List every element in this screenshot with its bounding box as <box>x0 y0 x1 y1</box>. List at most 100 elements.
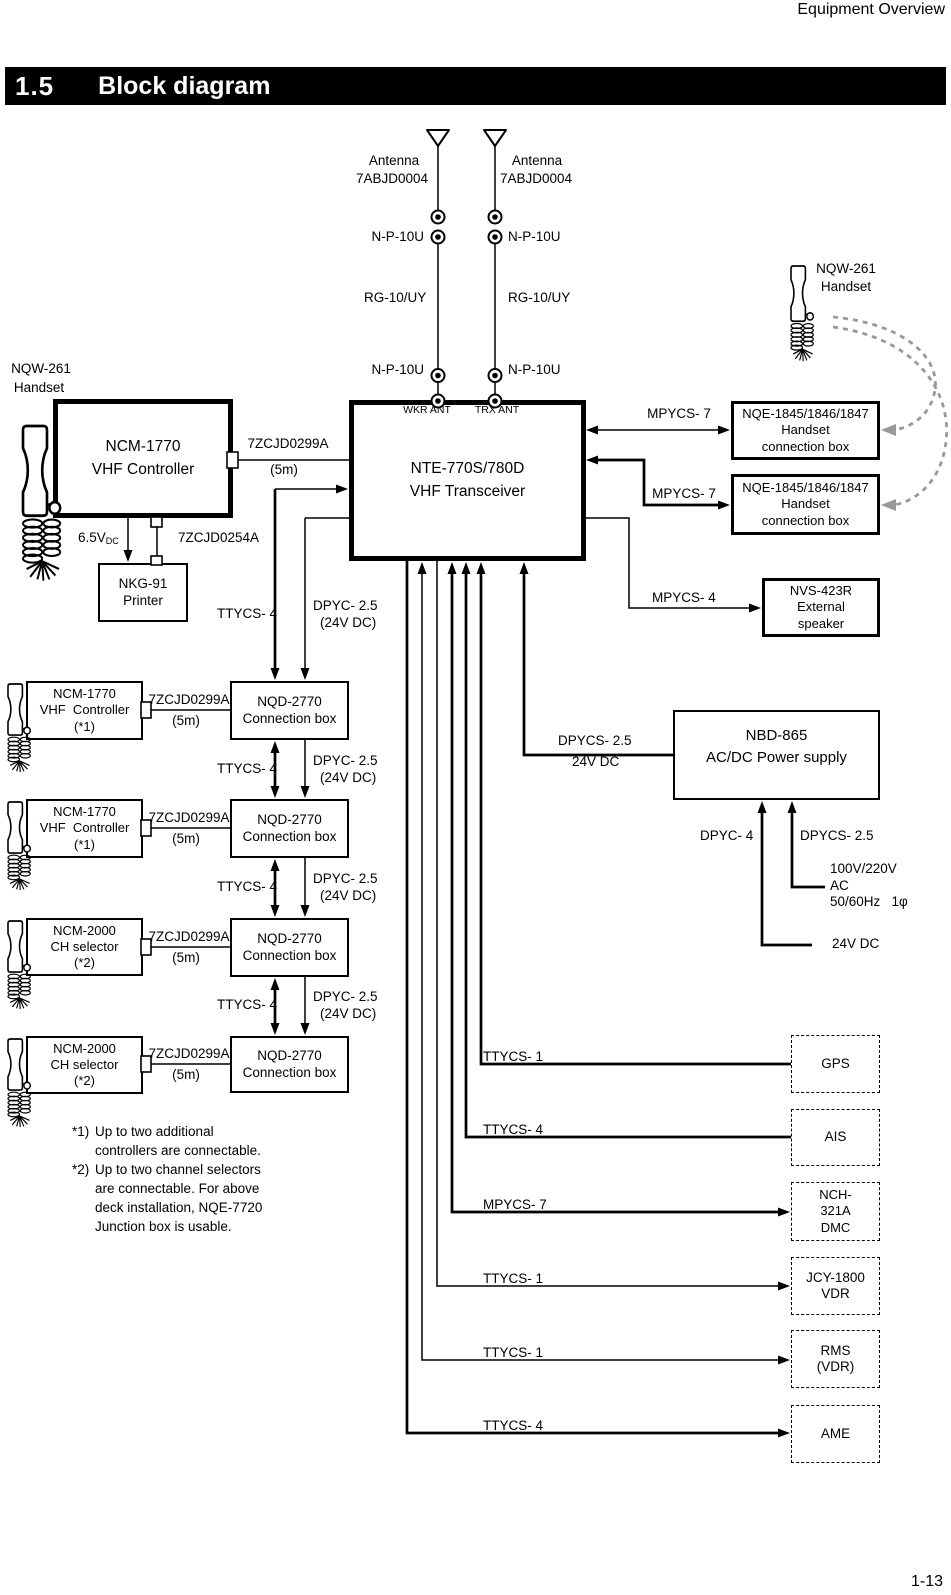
handset-icon-right <box>790 265 815 363</box>
speaker-desc1: External <box>797 599 845 615</box>
nqe2-desc2: connection box <box>761 512 850 528</box>
rms-line1: RMS <box>820 1342 851 1358</box>
nqd2-desc: Connection box <box>242 828 337 844</box>
dc-input-voltage: 24V DC <box>832 936 880 951</box>
handset-right-model: NQW-261 <box>816 261 876 276</box>
box-vhf-controller-main: NCM-1770 VHF Controller <box>53 399 233 518</box>
ac-input-type: AC <box>830 878 849 893</box>
selector1-note: (*2) <box>74 955 95 971</box>
cable-dpyc4: DPYC- 4 <box>700 828 754 843</box>
connector-np10u-right-bottom: N-P-10U <box>508 362 561 377</box>
footnote-1-line2: controllers are connectable. <box>95 1143 261 1158</box>
cable-ttycs4-a: TTYCS- 4 <box>217 606 278 621</box>
section-number: 1.5 <box>15 70 55 101</box>
vdr-line2: VDR <box>821 1286 850 1301</box>
rms-line2: (VDR) <box>816 1359 855 1374</box>
connector-np10u-left-top: N-P-10U <box>371 229 424 244</box>
sub-controller2-model: NCM-1770 <box>53 804 116 820</box>
cable-dpyc25-g2: DPYC- 2.5 <box>313 871 378 886</box>
cable-7zcjd0299a-r3: 7ZCJD0299A <box>148 929 230 944</box>
cable-ttycs4-g3: TTYCS- 4 <box>217 997 278 1012</box>
cable-dpycs25-in: DPYCS- 2.5 <box>800 828 874 843</box>
sub-controller1-note: (*1) <box>74 718 95 734</box>
cable-dpyc25-a-volt: (24V DC) <box>320 615 377 630</box>
cable-mpycs7-2: MPYCS- 7 <box>652 486 716 501</box>
selector1-model: NCM-2000 <box>53 922 116 938</box>
nqe1-model: NQE-1845/1846/1847 <box>742 406 869 422</box>
cable-len-r3: (5m) <box>172 950 200 965</box>
sub-controller2-note: (*1) <box>74 836 95 852</box>
cable-dpycs25-ps-volt: 24V DC <box>572 754 620 769</box>
box-gps: GPS <box>791 1035 880 1093</box>
nqe1-desc2: connection box <box>761 438 850 454</box>
box-vhf-transceiver: NTE-770S/780D VHF Transceiver <box>349 400 586 561</box>
printer-model: NKG-91 <box>118 576 168 592</box>
footnote-2-line4: Junction box is usable. <box>95 1219 232 1234</box>
nqd3-desc: Connection box <box>242 947 337 963</box>
footnote-2-line1: Up to two channel selectors <box>95 1162 261 1177</box>
controller-desc: VHF Controller <box>91 460 195 478</box>
box-handset-connection-2: NQE-1845/1846/1847 Handset connection bo… <box>731 474 880 535</box>
footnote-1-line1: Up to two additional <box>95 1124 214 1139</box>
antenna-left-label: Antenna <box>368 153 420 168</box>
cable-dpyc25-g1: DPYC- 2.5 <box>313 753 378 768</box>
section-title: Block diagram <box>98 71 271 100</box>
cable-dpyc25-g3: DPYC- 2.5 <box>313 989 378 1004</box>
cable-dpyc25-g3-volt: (24V DC) <box>320 1006 377 1021</box>
port-wkr-ant: WKR ANT <box>403 404 451 416</box>
ais-label: AIS <box>824 1129 847 1145</box>
selector2-note: (*2) <box>74 1073 95 1089</box>
handset-dashed-arrowheads <box>881 424 896 511</box>
ame-label: AME <box>820 1425 851 1441</box>
dmc-line3: DMC <box>820 1219 851 1235</box>
box-ch-selector-2: NCM-2000 CH selector (*2) <box>26 1036 143 1094</box>
section-title-bar: 1.5 Block diagram <box>5 67 946 105</box>
box-sub-controller-1: NCM-1770 VHF Controller (*1) <box>26 681 143 740</box>
cable-dpyc25-a: DPYC- 2.5 <box>313 598 378 613</box>
page-header: Equipment Overview <box>797 1 945 18</box>
cable-len-main: (5m) <box>270 462 298 477</box>
ac-input-freq: 50/60Hz 1φ <box>830 894 908 909</box>
cable-ttycs1-gps: TTYCS- 1 <box>483 1049 544 1064</box>
cable-dpyc25-g1-volt: (24V DC) <box>320 770 377 785</box>
antenna-icon-left <box>426 129 450 147</box>
gps-label: GPS <box>821 1055 850 1071</box>
handset-left-model: NQW-261 <box>11 361 71 376</box>
speaker-model: NVS-423R <box>789 583 853 599</box>
box-connection-box-4: NQD-2770 Connection box <box>230 1036 349 1093</box>
footnote-1-marker: *1) <box>72 1124 90 1139</box>
coax-connector-icons <box>430 209 503 409</box>
nqd4-desc: Connection box <box>242 1064 337 1080</box>
selector2-model: NCM-2000 <box>53 1040 116 1056</box>
power-desc: AC/DC Power supply <box>706 749 847 766</box>
box-external-speaker: NVS-423R External speaker <box>762 578 880 637</box>
handset-left-desc: Handset <box>13 380 65 395</box>
nqd1-desc: Connection box <box>242 710 337 726</box>
dmc-line2: 321A <box>820 1203 851 1219</box>
nqd4-model: NQD-2770 <box>257 1048 322 1064</box>
footnote-2-line3: deck installation, NQE-7720 <box>95 1200 263 1215</box>
nqe1-desc1: Handset <box>781 422 830 438</box>
box-printer: NKG-91 Printer <box>98 563 188 622</box>
connector-np10u-left-bottom: N-P-10U <box>371 362 424 377</box>
cable-ttycs4-ais: TTYCS- 4 <box>483 1122 544 1137</box>
selector1-desc: CH selector <box>50 938 119 954</box>
cable-ttycs4-g2: TTYCS- 4 <box>217 879 278 894</box>
cable-ttycs1-vdr: TTYCS- 1 <box>483 1271 544 1286</box>
box-connection-box-3: NQD-2770 Connection box <box>230 918 349 977</box>
box-ch-selector-1: NCM-2000 CH selector (*2) <box>26 918 143 976</box>
cable-mpycs7-dmc: MPYCS- 7 <box>483 1197 547 1212</box>
speaker-desc2: speaker <box>797 615 845 631</box>
box-dmc: NCH- 321A DMC <box>791 1182 880 1241</box>
cable-len-r1: (5m) <box>172 713 200 728</box>
cable-7zcjd0299a-r4: 7ZCJD0299A <box>148 1046 230 1061</box>
box-vdr: JCY-1800 VDR <box>791 1257 880 1315</box>
power-model: NBD-865 <box>745 727 808 745</box>
nqd2-model: NQD-2770 <box>257 812 322 828</box>
transceiver-desc: VHF Transceiver <box>409 482 526 500</box>
cable-ttycs4-ame: TTYCS- 4 <box>483 1418 544 1433</box>
cable-ttycs1-rms: TTYCS- 1 <box>483 1345 544 1360</box>
vdr-line1: JCY-1800 <box>806 1269 865 1285</box>
nqe2-desc1: Handset <box>781 496 830 512</box>
ac-input-voltage: 100V/220V <box>830 861 897 876</box>
